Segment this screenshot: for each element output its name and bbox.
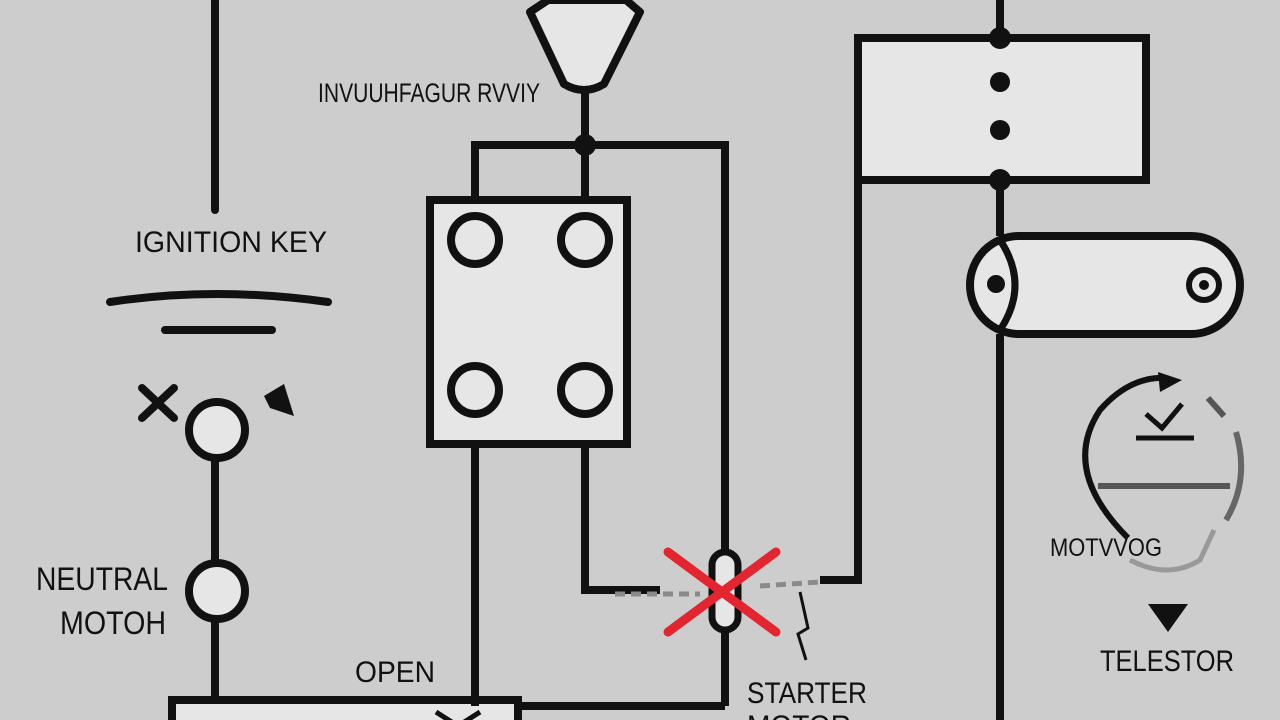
neutral-switch-terminal <box>185 559 249 623</box>
open-label: OPEN <box>355 656 435 689</box>
relay-output-wiring <box>471 444 660 706</box>
bulb-icon <box>526 0 644 94</box>
motor-right-label: MOTVVOG <box>1050 534 1162 562</box>
junction-dot <box>989 27 1011 49</box>
starter-label-line1: STARTER <box>747 677 867 710</box>
arrow-icon <box>264 384 294 416</box>
starter-feed-wire <box>820 38 862 584</box>
timer-icon <box>1082 372 1245 573</box>
solenoid-icon <box>966 232 1244 338</box>
fault-x-icon <box>663 547 781 637</box>
battery-box <box>854 34 1150 184</box>
terminal-dot <box>990 120 1010 140</box>
junction-dot <box>574 134 596 156</box>
top-label: INVUUHFAGUR RVVIY <box>318 78 540 108</box>
junction-dot <box>989 169 1011 191</box>
relay-terminal-3 <box>447 362 503 418</box>
neutral-label-line1: NEUTRAL <box>36 561 168 597</box>
relay-terminal-2 <box>557 212 613 268</box>
bottom-bus <box>168 696 725 720</box>
ignition-key-circuit <box>106 0 332 704</box>
telestor-label: TELESTOR <box>1100 645 1234 678</box>
spark-icon <box>796 591 810 661</box>
relay-top-loop <box>471 141 729 706</box>
starter-label-line2: MOTOR <box>747 710 851 720</box>
ignition-key-terminal <box>185 398 249 462</box>
ignition-key-label: IGNITION KEY <box>135 226 327 259</box>
bus-bar <box>168 696 522 720</box>
faded-wire-right <box>759 579 821 589</box>
bus-notch <box>434 709 482 720</box>
down-arrow-icon <box>1148 604 1188 632</box>
x-mark-icon <box>138 384 178 422</box>
relay-terminal-4 <box>557 362 613 418</box>
terminal-dot <box>990 72 1010 92</box>
neutral-label-line2: MOTOH <box>60 605 166 641</box>
relay-terminal-1 <box>447 212 503 268</box>
ground-bar-top <box>106 290 332 306</box>
relay-to-fuse-wire <box>581 444 660 594</box>
